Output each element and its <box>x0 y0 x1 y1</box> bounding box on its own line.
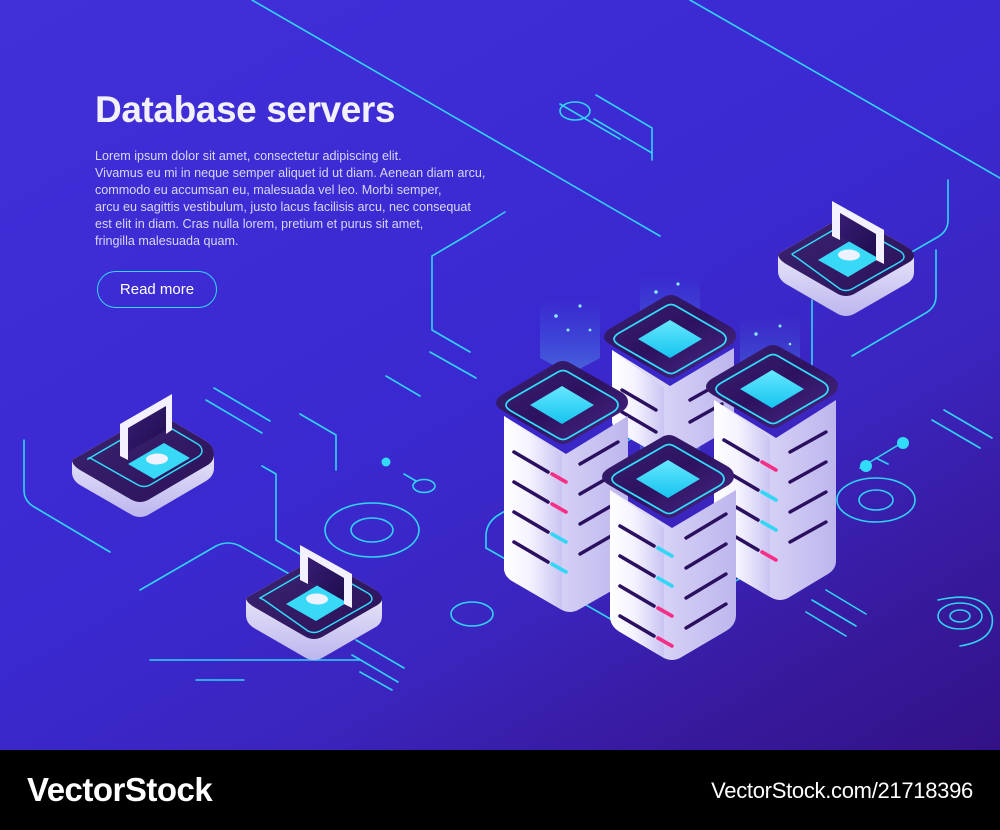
paragraph-line: arcu eu sagittis vestibulum, justo lacus… <box>95 200 471 215</box>
hero-paragraph: Lorem ipsum dolor sit amet, consectetur … <box>95 148 486 251</box>
laptop-node-left <box>72 394 214 517</box>
paragraph-line: est elit in diam. Cras nulla lorem, pret… <box>95 217 424 232</box>
page-title: Database servers <box>95 89 396 130</box>
paragraph-line: Lorem ipsum dolor sit amet, consectetur … <box>95 149 402 163</box>
watermark-footer: VectorStock VectorStock.com/21718396 <box>0 750 1000 830</box>
paragraph-line: commodo eu accumsan eu, malesuada vel le… <box>95 183 442 198</box>
server-tower-left <box>496 361 628 612</box>
server-tower-front-center <box>602 435 736 660</box>
laptop-node-bottom-left <box>246 545 382 660</box>
circuit-node-dots <box>381 437 909 472</box>
artwork-background: Database servers Lorem ipsum dolor sit a… <box>0 0 1000 750</box>
tower-indicator-slots <box>620 388 658 434</box>
paragraph-line: Vivamus eu mi in neque semper aliquet id… <box>95 166 486 181</box>
isometric-illustration <box>23 0 1000 691</box>
laptop-node-top-right <box>778 201 914 316</box>
hero-text-block: Database servers Lorem ipsum dolor sit a… <box>95 88 486 251</box>
read-more-button[interactable]: Read more <box>97 271 217 308</box>
vectorstock-logo: VectorStock <box>27 771 213 808</box>
paragraph-line: fringilla malesuada quam. <box>95 234 239 249</box>
vectorstock-url-code: VectorStock.com/21718396 <box>711 778 973 803</box>
server-tower-right <box>706 345 838 600</box>
